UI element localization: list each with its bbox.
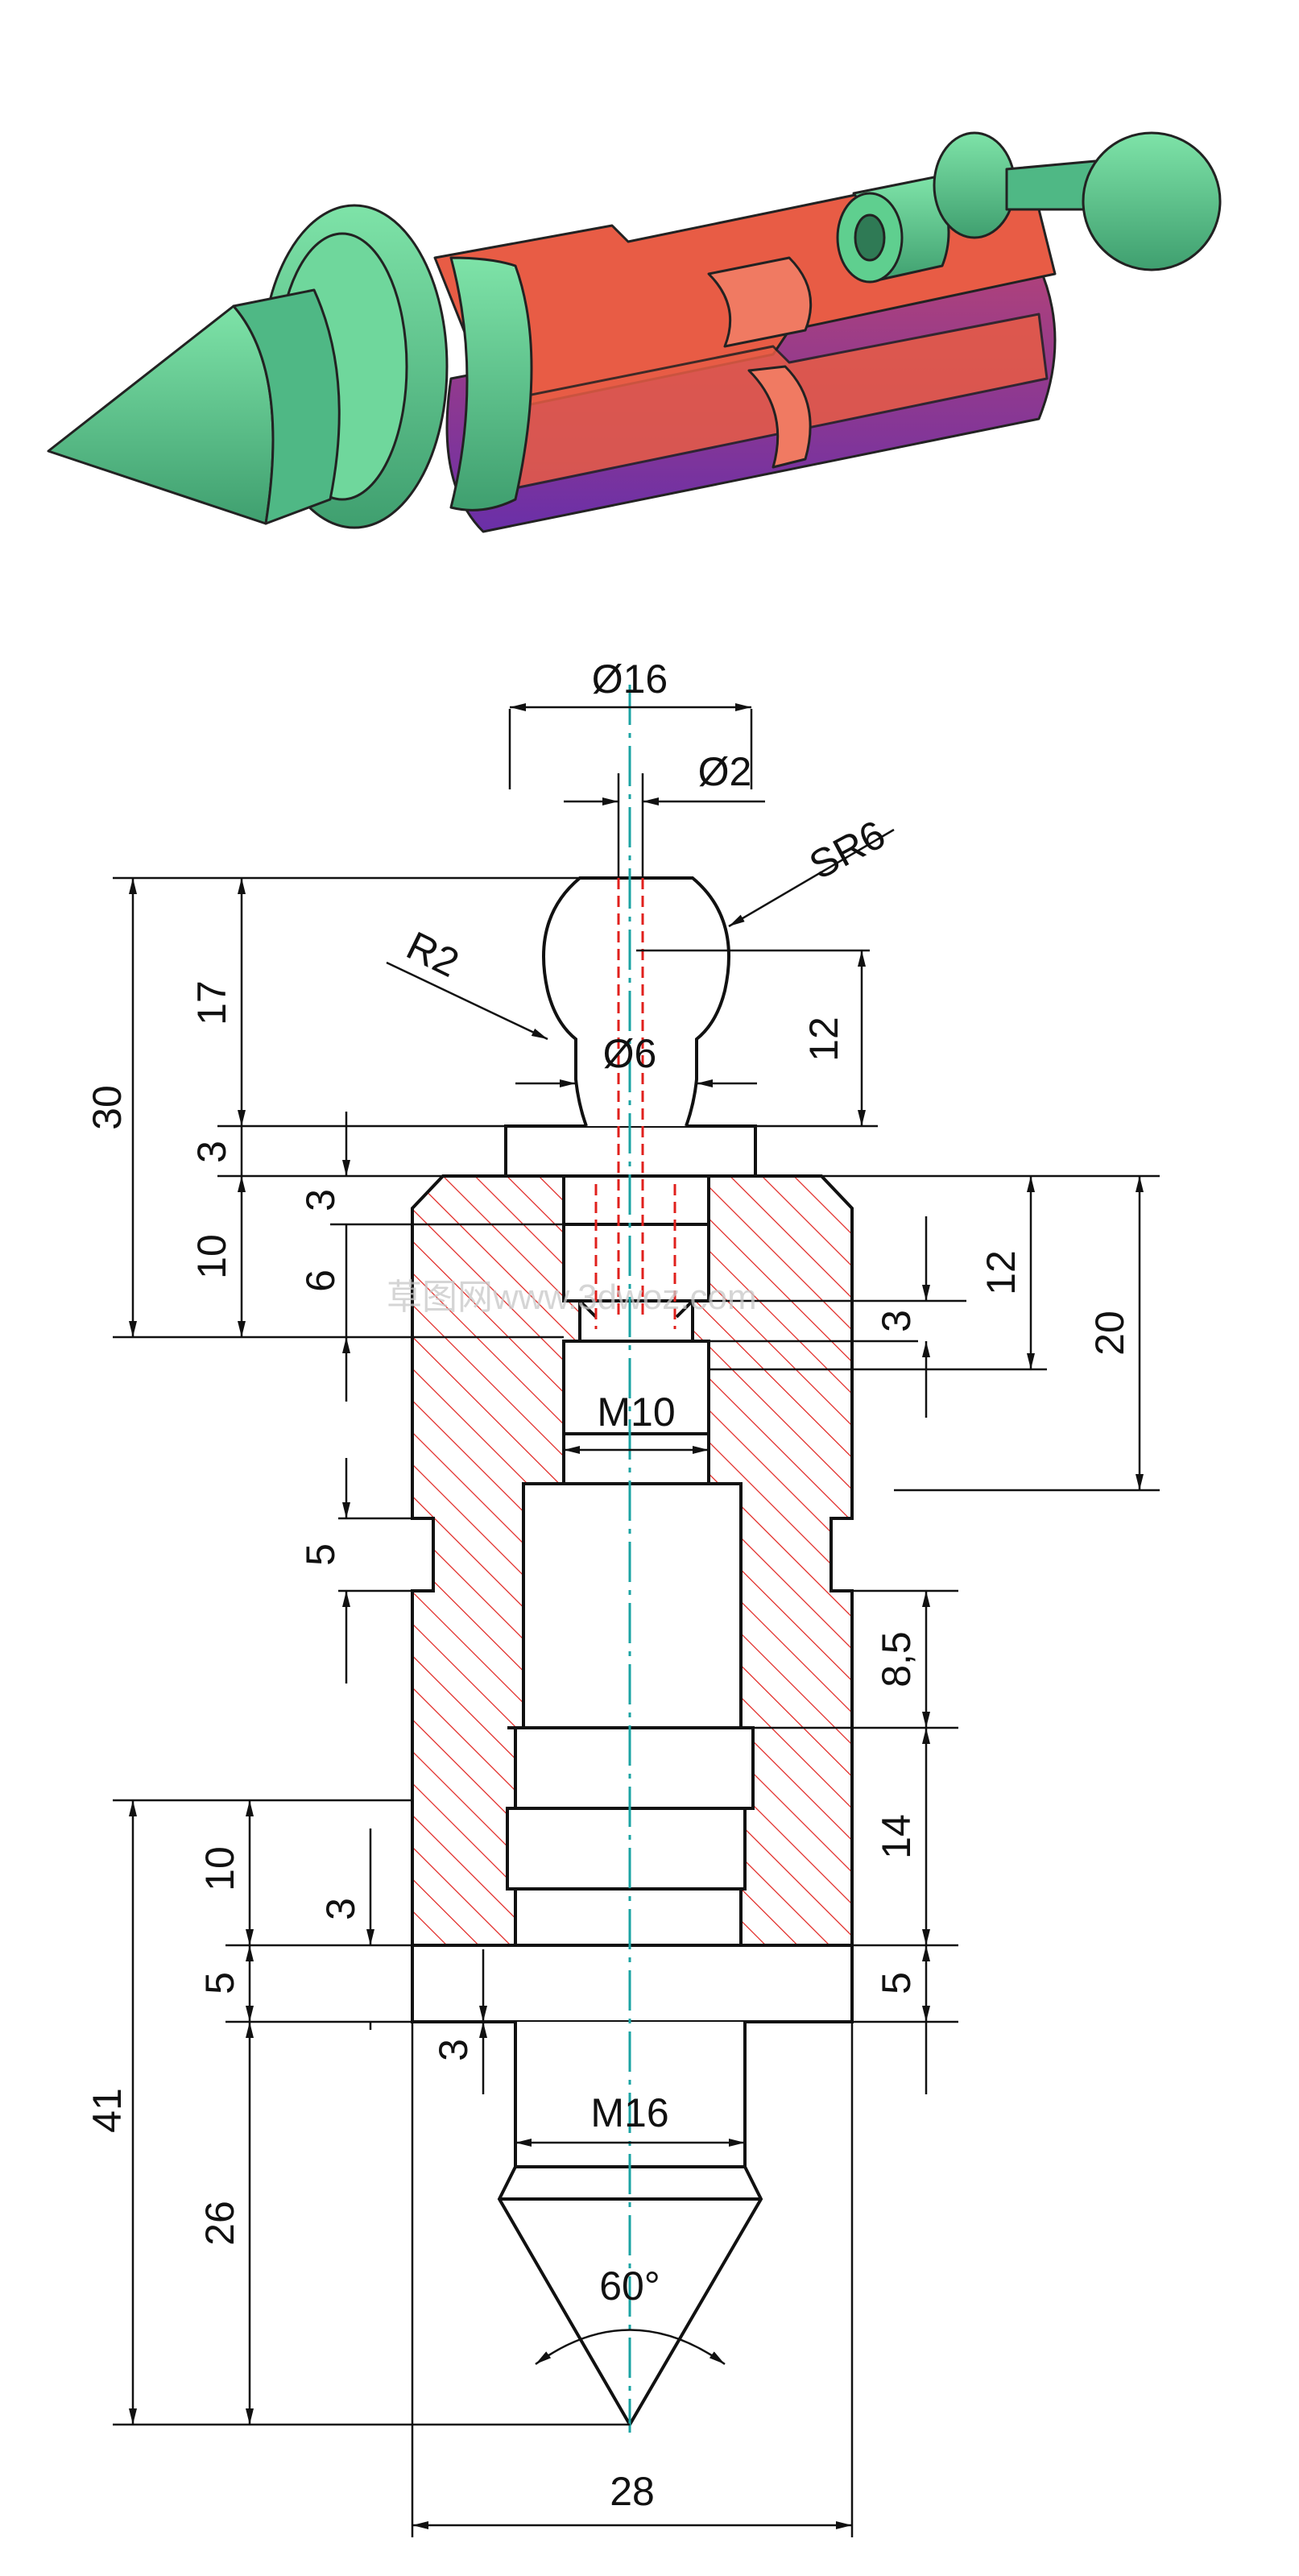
- dimension-lines: [113, 703, 1160, 2537]
- dim-h10b: 10: [197, 1846, 242, 1891]
- dim-h5c: 5: [874, 1972, 919, 1994]
- rear-disk-green: [933, 131, 1016, 239]
- dim-h12b: 12: [978, 1250, 1024, 1295]
- dim-h3c: 3: [874, 1310, 919, 1332]
- section-view: [411, 685, 854, 2433]
- bottom-flange: [411, 1944, 854, 2023]
- dim-h14: 14: [874, 1814, 919, 1859]
- dim-h6: 6: [298, 1269, 343, 1292]
- dim-h3b: 3: [298, 1189, 343, 1211]
- dim-h26: 26: [197, 2201, 242, 2246]
- dim-h12a: 12: [801, 1017, 846, 1062]
- collar-green: [449, 256, 533, 511]
- cone-tip: [47, 304, 275, 525]
- section-groove: [747, 365, 812, 469]
- dim-h5a: 5: [298, 1543, 343, 1566]
- dim-d16: Ø16: [592, 656, 668, 702]
- isometric-view: [47, 131, 1222, 533]
- dim-angle60: 60°: [599, 2263, 660, 2309]
- dim-m10: M10: [597, 1389, 675, 1435]
- dim-w28: 28: [610, 2469, 655, 2514]
- dim-h3a: 3: [189, 1141, 234, 1163]
- dim-h3e: 3: [431, 2039, 476, 2061]
- dim-h8-5: 8,5: [874, 1631, 919, 1688]
- rear-bore-hole: [854, 213, 886, 262]
- hidden-lines: [594, 878, 676, 1329]
- dim-d6: Ø6: [603, 1031, 657, 1076]
- dim-h41: 41: [85, 2088, 130, 2133]
- dim-h5b: 5: [197, 1972, 242, 1994]
- cone-shank: [232, 288, 341, 525]
- dim-r2: R2: [399, 923, 465, 986]
- dim-h17: 17: [189, 980, 234, 1025]
- ball-head-outline: [542, 876, 730, 1127]
- dim-h3d: 3: [318, 1898, 363, 1920]
- dim-h30: 30: [85, 1085, 130, 1130]
- dim-h20: 20: [1087, 1311, 1132, 1356]
- dim-m16: M16: [590, 2090, 668, 2135]
- dim-h10a: 10: [189, 1234, 234, 1279]
- dim-d2: Ø2: [698, 749, 752, 794]
- bore-outlines: [507, 1223, 753, 1891]
- section-inner-bore: [707, 256, 813, 348]
- watermark: 草图网www.3dwoz.com: [387, 1278, 757, 1317]
- ball-sphere: [1082, 131, 1222, 271]
